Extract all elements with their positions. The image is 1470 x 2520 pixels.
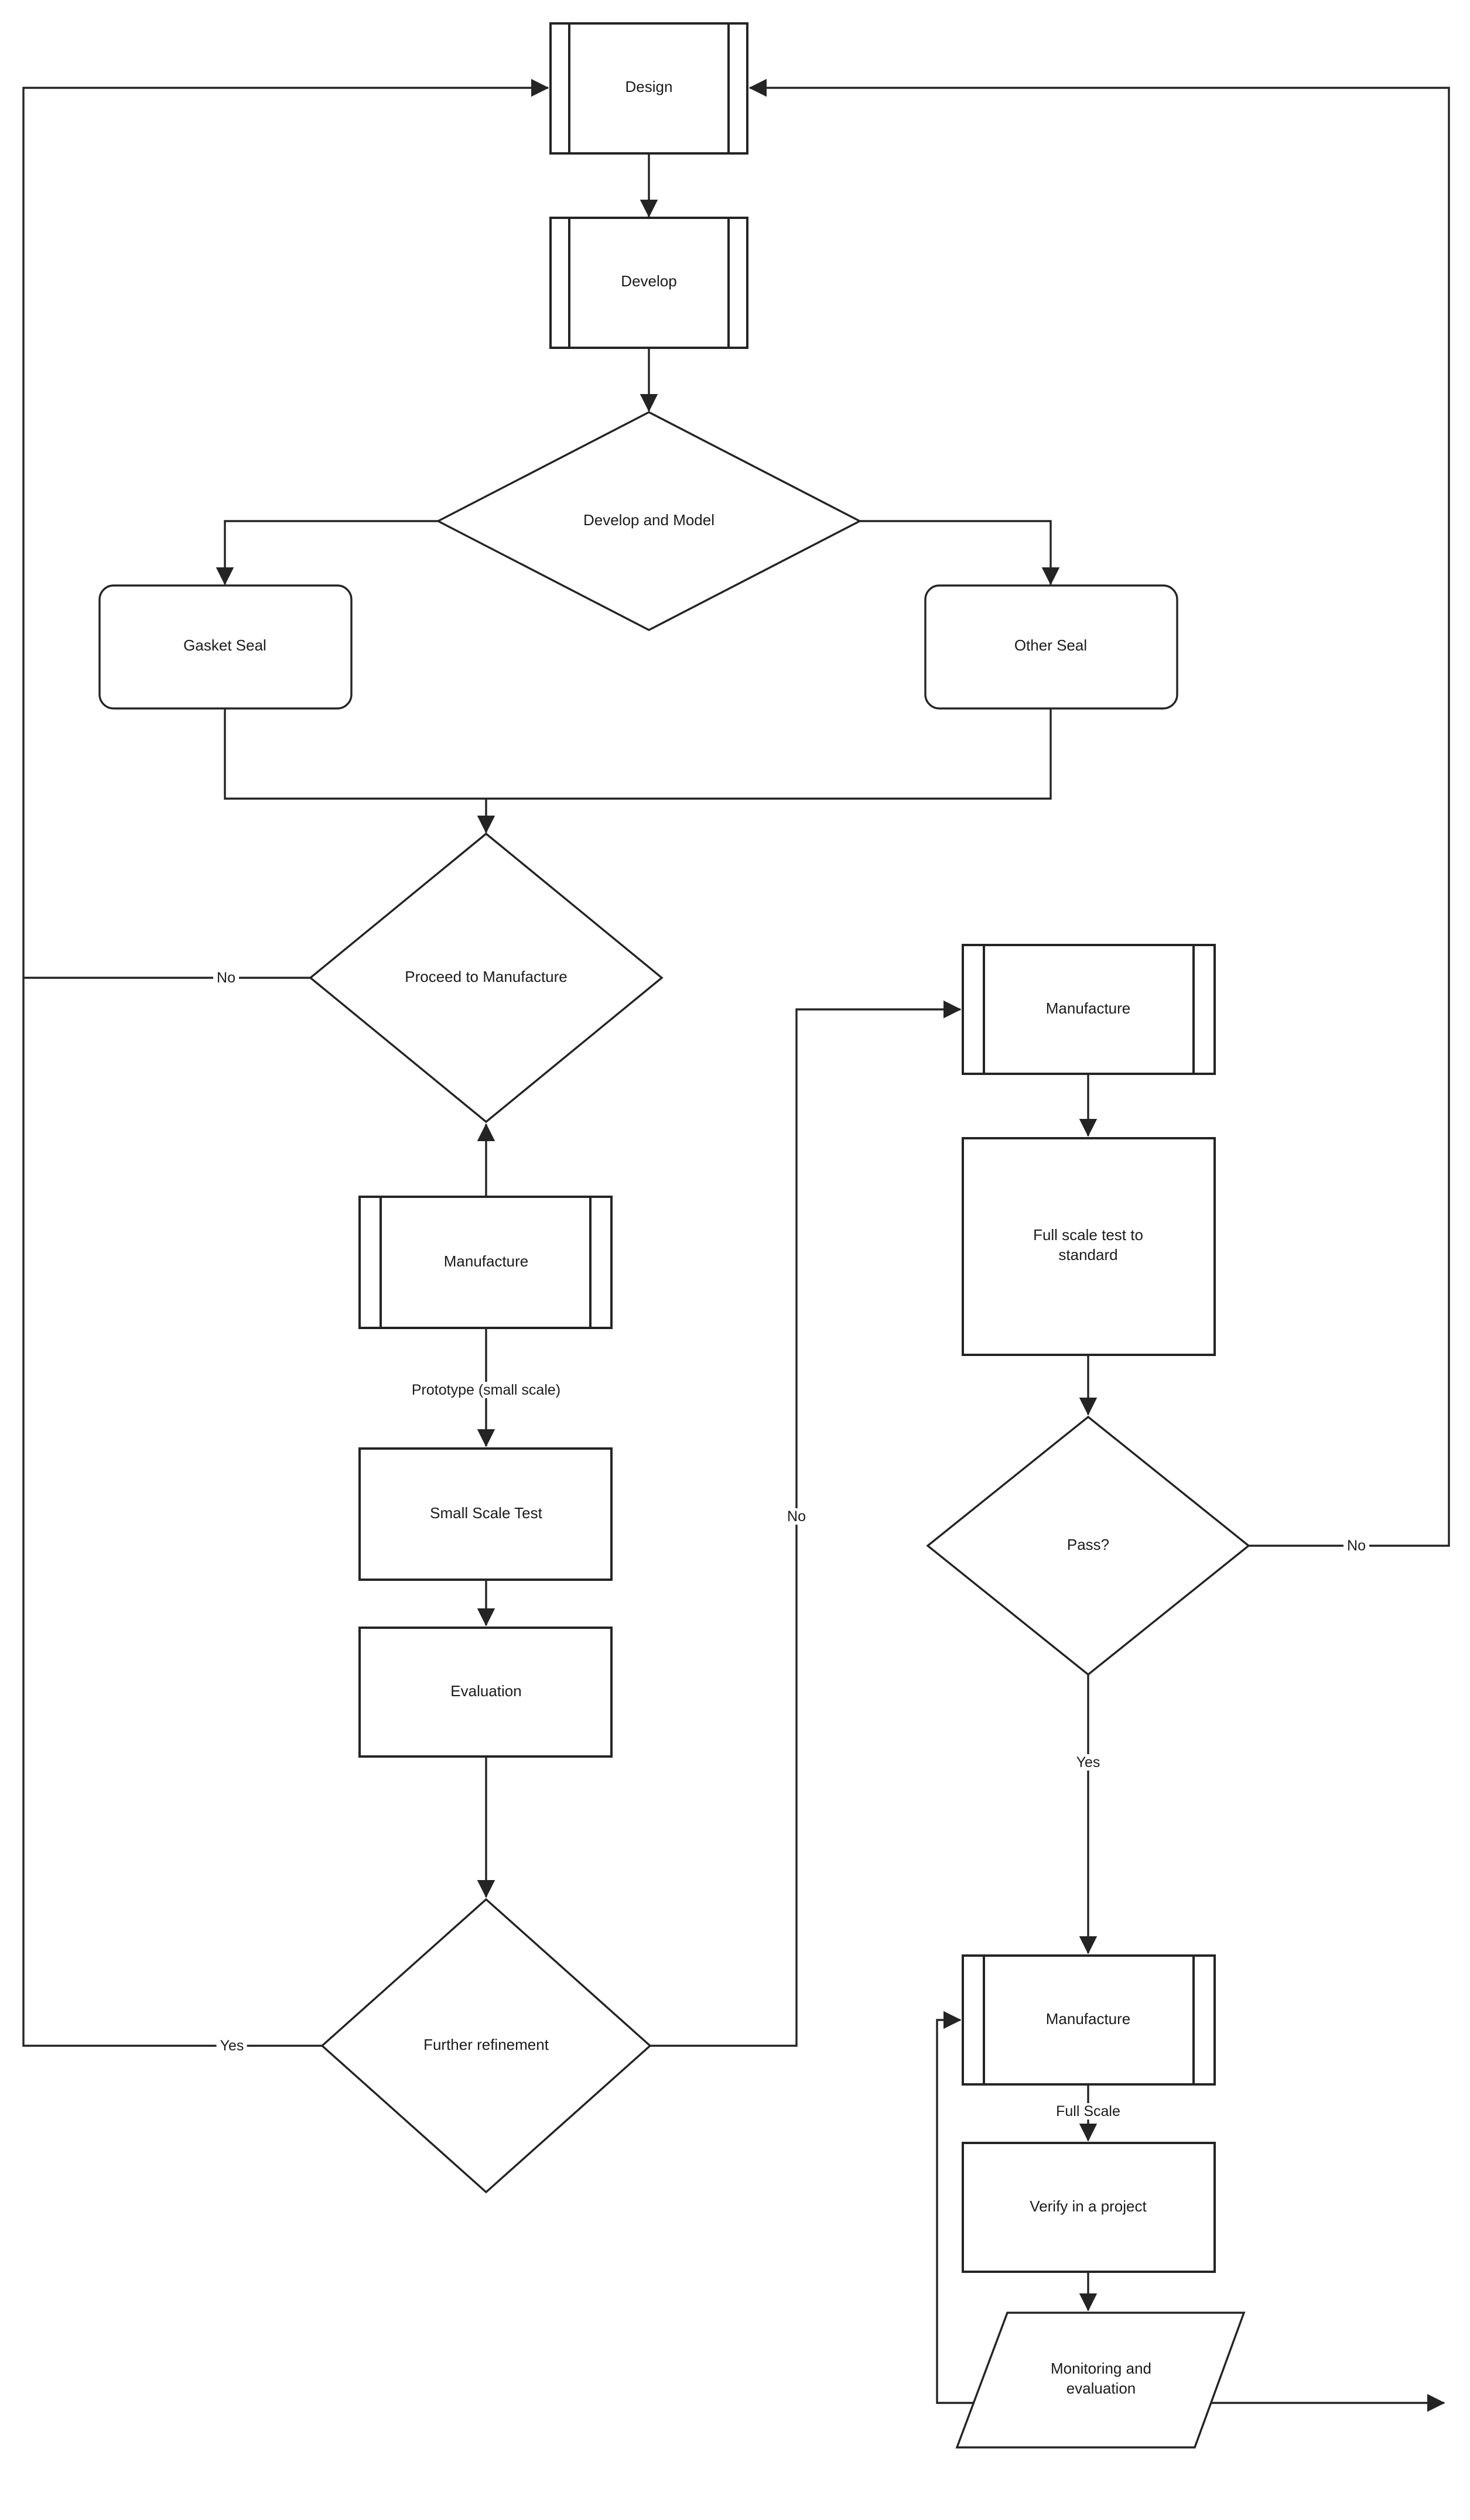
edge-monitoring-manufacture-loop xyxy=(936,2011,973,2404)
manufacture-production-shape[interactable] xyxy=(962,1954,1216,2086)
edge-developandmodel-gasketseal xyxy=(216,520,438,586)
verify-in-project-shape[interactable] xyxy=(962,2142,1216,2273)
edge-seals-merge xyxy=(224,708,1052,800)
edge-refinement-no-manufacture xyxy=(650,1000,962,2047)
edge-refinement-yes-design xyxy=(22,78,549,2047)
manufacture-full-scale-shape[interactable] xyxy=(962,944,1216,1075)
evaluation-shape[interactable] xyxy=(358,1627,613,1758)
pass-shape[interactable] xyxy=(926,1415,1250,1676)
proceed-to-manufacture-shape[interactable] xyxy=(309,832,664,1124)
manufacture-prototype-shape[interactable] xyxy=(358,1196,613,1329)
develop-shape[interactable] xyxy=(549,217,748,349)
gasket-seal-shape[interactable] xyxy=(98,584,353,710)
edge-developandmodel-otherseal xyxy=(860,520,1060,586)
further-refinement-shape[interactable] xyxy=(320,1898,652,2194)
develop-and-model-shape[interactable] xyxy=(436,411,862,631)
small-scale-test-shape[interactable] xyxy=(358,1447,613,1581)
design-shape[interactable] xyxy=(549,22,748,155)
other-seal-shape[interactable] xyxy=(924,584,1178,710)
monitoring-evaluation-shape[interactable] xyxy=(955,2312,1246,2449)
full-scale-test-shape[interactable] xyxy=(962,1137,1216,1356)
